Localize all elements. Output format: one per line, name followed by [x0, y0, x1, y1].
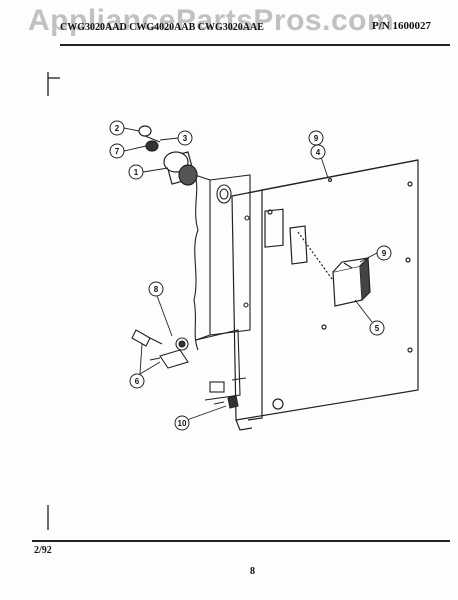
- svg-text:5: 5: [375, 324, 380, 333]
- svg-text:7: 7: [115, 147, 120, 156]
- front-panel: [231, 159, 419, 431]
- footer-rule: [32, 540, 450, 542]
- watermark: AppliancePartsPros.com: [28, 4, 395, 37]
- svg-text:10: 10: [178, 419, 187, 428]
- svg-text:6: 6: [135, 377, 140, 386]
- callout-2: 2: [109, 120, 125, 136]
- callout-9-box: 9: [376, 245, 392, 261]
- ignitor-assembly: [131, 329, 239, 409]
- svg-text:1: 1: [134, 168, 139, 177]
- housing: [193, 174, 251, 401]
- callout-4: 4: [310, 144, 326, 160]
- svg-text:8: 8: [154, 285, 159, 294]
- model-numbers: CWG3020AAD CWG4020AAB CWG3020AAE: [60, 22, 264, 33]
- callout-6: 6: [129, 373, 145, 389]
- svg-text:4: 4: [316, 148, 321, 157]
- blower-motor: [138, 125, 198, 186]
- callout-5: 5: [369, 320, 385, 336]
- callout-9-top: 9: [308, 130, 324, 146]
- revision-date: 2/92: [34, 545, 52, 556]
- junction-box: [332, 256, 371, 307]
- svg-text:2: 2: [115, 124, 120, 133]
- callout-1: 1: [128, 164, 144, 180]
- leader-lines: [123, 127, 378, 422]
- part-number: P/N 1600027: [372, 20, 431, 32]
- svg-text:3: 3: [183, 134, 188, 143]
- callouts: 2 3 7 1 9 4 9 5 8 6 10: [109, 120, 392, 431]
- margin-marks: [47, 72, 60, 530]
- callout-8: 8: [148, 281, 164, 297]
- svg-text:9: 9: [314, 134, 319, 143]
- svg-text:9: 9: [382, 249, 387, 258]
- page-number: 8: [250, 566, 255, 577]
- callout-3: 3: [177, 130, 193, 146]
- callout-10: 10: [174, 415, 190, 431]
- header-rule: [60, 44, 450, 46]
- callout-7: 7: [109, 143, 125, 159]
